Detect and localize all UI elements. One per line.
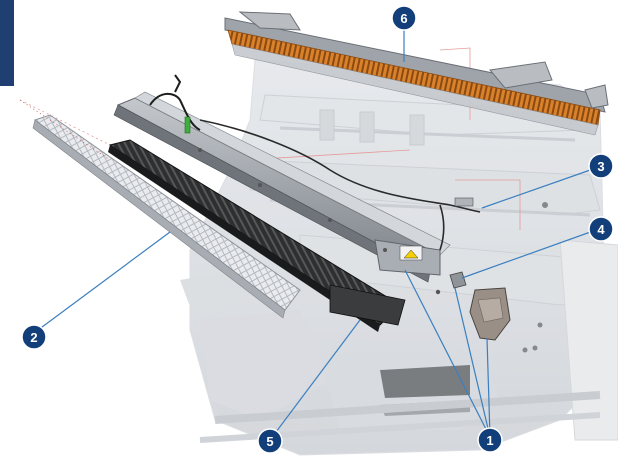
callout-6-label: 6 [400, 11, 407, 26]
callout-4: 4 [588, 216, 614, 242]
part-6-finger-strip [224, 11, 609, 136]
leader-lines [33, 20, 597, 441]
part-5-black-strip [108, 139, 406, 332]
callout-3-label: 3 [597, 159, 604, 174]
callout-2-label: 2 [30, 330, 37, 345]
callout-5-label: 5 [266, 434, 273, 449]
callout-2: 2 [21, 324, 47, 350]
callout-4-label: 4 [597, 222, 605, 237]
callout-5: 5 [257, 428, 283, 454]
part-1-rail-assembly [113, 74, 511, 341]
side-tab [0, 0, 14, 86]
callout-1-label: 1 [486, 433, 493, 448]
callout-3: 3 [588, 153, 614, 179]
callout-1: 1 [477, 427, 503, 453]
callout-6: 6 [391, 5, 417, 31]
part-2-grid-strip [19, 99, 301, 319]
